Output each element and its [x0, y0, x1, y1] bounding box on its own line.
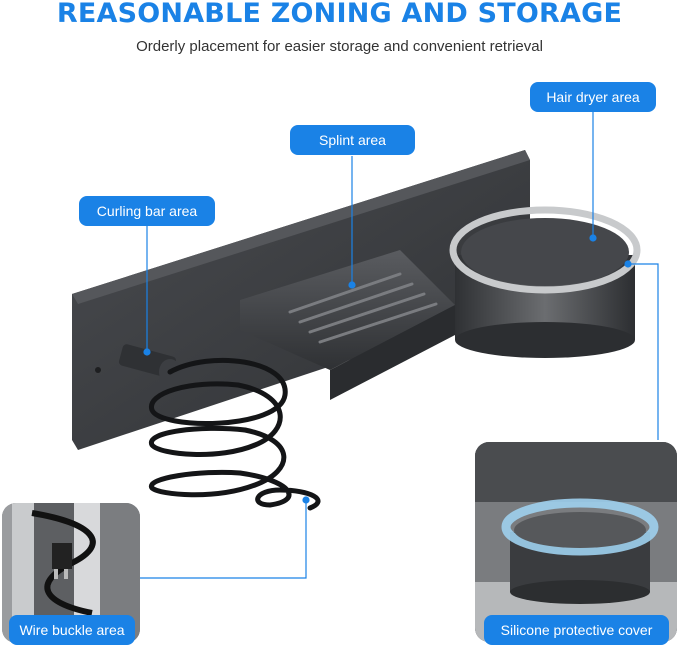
silicone-cover-label: Silicone protective cover: [484, 615, 669, 645]
splint-tray: [240, 250, 455, 370]
splint-area-label: Splint area: [290, 125, 415, 155]
silicone-cover-photo: [475, 442, 677, 642]
curling-bar-label: Curling bar area: [79, 196, 215, 226]
wire-buckle-label: Wire buckle area: [9, 615, 135, 645]
page-title: REASONABLE ZONING AND STORAGE: [56, 0, 623, 29]
page-subtitle: Orderly placement for easier storage and…: [136, 38, 543, 55]
hair-dryer-area-label: Hair dryer area: [530, 82, 656, 112]
curling-spiral: [149, 357, 321, 511]
